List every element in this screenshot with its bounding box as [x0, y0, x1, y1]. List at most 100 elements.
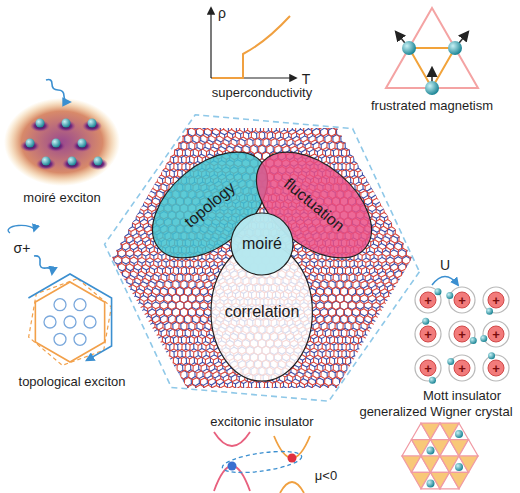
moire-circle-outline — [231, 213, 293, 275]
phenomenon-caption-holder: frustrated magnetism — [371, 99, 493, 114]
charge-sign-holder: + — [424, 328, 432, 341]
dashed-hexagon — [29, 279, 112, 366]
topological-exciton-figure — [8, 225, 111, 365]
spin-site — [402, 41, 416, 55]
correlation-ellipse-outline — [211, 243, 312, 381]
electron — [470, 337, 477, 344]
charge-sign: + — [492, 362, 500, 375]
charge-sign: + — [458, 294, 466, 307]
phenomenon-caption-holder: excitonic insulator — [210, 415, 313, 430]
hopping-arrow — [432, 277, 458, 286]
electron-orbit — [415, 321, 441, 347]
electron-dot — [288, 454, 297, 463]
hexagon — [35, 282, 104, 362]
exciton-site — [74, 333, 86, 345]
chemical-potential-holder: μ<0 — [315, 469, 337, 484]
photon-arrow — [34, 256, 52, 274]
interaction-symbol-holder: U — [440, 257, 450, 273]
electron — [455, 463, 463, 471]
exciton-ball — [78, 139, 87, 148]
node-label: moiré — [242, 234, 282, 253]
nucleus — [420, 326, 436, 342]
band-diagram — [214, 432, 310, 493]
exciton-ball — [52, 139, 61, 148]
exciton-site — [84, 316, 96, 328]
exciton-ball — [26, 139, 35, 148]
exciton-ball — [36, 119, 45, 128]
charge-sign: + — [424, 328, 432, 341]
electron — [486, 308, 493, 315]
moire-lattice — [85, 82, 439, 437]
node-label: correlation — [225, 302, 300, 321]
charge-sign-holder: + — [492, 294, 500, 307]
nucleus — [454, 326, 470, 342]
exciton-site — [44, 316, 56, 328]
charge-sign-holder: + — [458, 294, 466, 307]
phenomenon-caption-holder: generalized Wigner crystal — [359, 405, 512, 420]
electron — [422, 318, 429, 325]
electron — [480, 335, 487, 342]
photon-arrow — [46, 80, 70, 103]
nucleus — [488, 292, 504, 308]
electron — [455, 430, 463, 438]
electron-orbit — [415, 355, 441, 381]
electron-orbit — [483, 321, 509, 347]
wigner-lattice — [402, 423, 478, 489]
exciton-site — [54, 333, 66, 345]
phenomenon-caption: superconductivity — [212, 86, 312, 101]
electron — [488, 352, 495, 359]
nucleus — [454, 292, 470, 308]
exciton-ball — [94, 157, 103, 166]
exciton-ball — [68, 157, 77, 166]
interaction-symbol: U — [440, 257, 450, 273]
edge-state-arrow — [28, 274, 111, 360]
phenomenon-caption-holder: topological exciton — [19, 375, 126, 390]
resistivity-curve — [212, 16, 290, 78]
phenomenon-caption-holder: moiré exciton — [23, 191, 100, 206]
charge-sign: + — [424, 294, 432, 307]
electron — [429, 377, 436, 384]
charge-sign: + — [492, 294, 500, 307]
nucleus — [420, 360, 436, 376]
moire-exciton-figure — [4, 80, 120, 187]
electron-orbit — [483, 355, 509, 381]
axis-label-holder: ρ — [218, 5, 226, 21]
charge-sign-holder: + — [424, 362, 432, 375]
potential-sheet — [4, 98, 120, 186]
conduction-band — [214, 432, 250, 446]
axis-label: ρ — [218, 5, 226, 21]
dashed-hexagon — [105, 115, 420, 401]
polarization-curl — [8, 225, 34, 233]
valence-band — [280, 482, 304, 493]
red-honeycomb — [85, 82, 438, 437]
electron — [427, 479, 435, 487]
electron — [446, 292, 453, 299]
exciton-site — [74, 299, 86, 311]
phenomenon-caption: excitonic insulator — [210, 415, 313, 430]
charge-sign-holder: + — [458, 362, 466, 375]
electron — [434, 288, 441, 295]
charge-sign: + — [492, 328, 500, 341]
phenomenon-caption-holder: superconductivity — [212, 86, 312, 101]
phenomenon-caption: generalized Wigner crystal — [359, 405, 512, 420]
spin-triangle — [386, 8, 478, 95]
phenomenon-caption: topological exciton — [19, 375, 126, 390]
spin-site — [425, 81, 439, 95]
phenomenon-caption: frustrated magnetism — [371, 99, 493, 114]
charge-sign-holder: + — [492, 328, 500, 341]
nucleus — [454, 360, 470, 376]
exciton-pair — [221, 448, 303, 477]
electron — [427, 447, 435, 455]
nucleus — [488, 360, 504, 376]
nucleus — [420, 292, 436, 308]
blue-honeycomb — [85, 82, 438, 437]
polarization-symbol: σ+ — [14, 240, 31, 256]
charge-sign-holder: + — [492, 362, 500, 375]
exciton-ball — [88, 119, 97, 128]
outer-triangle — [386, 8, 478, 88]
exciton-site — [64, 316, 76, 328]
chemical-potential: μ<0 — [315, 469, 337, 484]
phenomenon-caption-holder: Mott insulator — [423, 389, 501, 404]
y-axis — [210, 8, 211, 78]
